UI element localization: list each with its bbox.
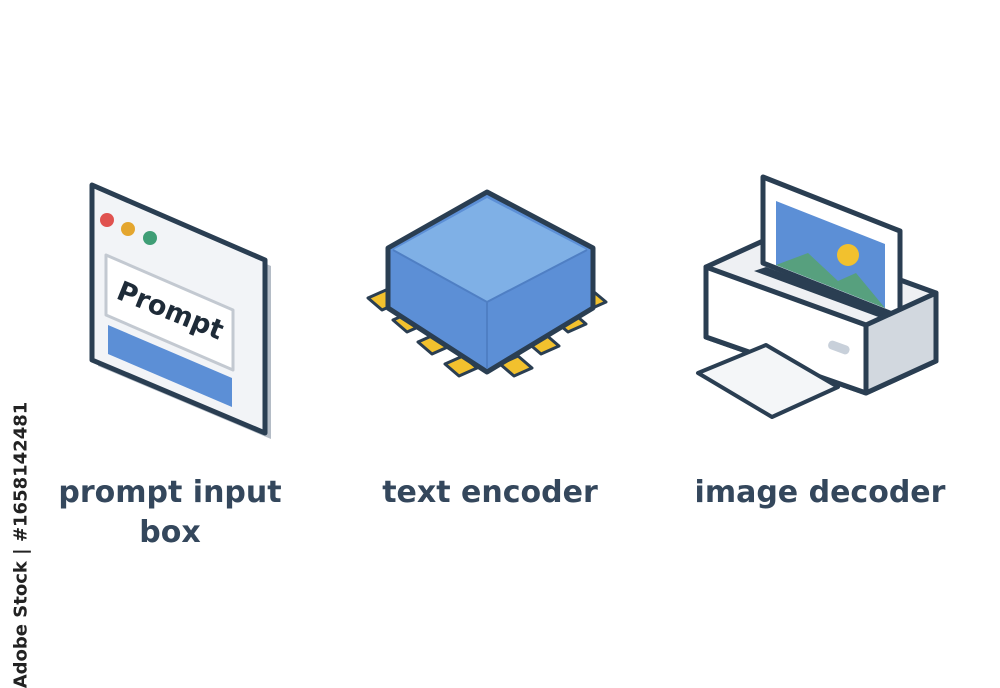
window-minimize-dot: [121, 222, 135, 236]
printed-image: [760, 174, 903, 320]
mountain-icon: [776, 253, 885, 308]
window-maximize-dot: [143, 231, 157, 245]
image-decoder-label: image decoder: [694, 475, 946, 510]
window-close-dot: [100, 213, 114, 227]
paper-tray: [696, 343, 840, 419]
sun-icon: [837, 244, 859, 266]
printer-icon: [696, 174, 939, 419]
submit-bar: [108, 325, 232, 407]
prompt-field: [104, 253, 235, 372]
status-light: [828, 340, 850, 355]
microchip-icon: [366, 189, 608, 378]
browser-window-icon: Prompt: [89, 182, 271, 439]
stock-id-watermark: Adobe Stock | #1658142481: [10, 401, 32, 688]
text-encoder-label: text encoder: [382, 475, 598, 510]
prompt-input-box-label: prompt input box: [58, 475, 282, 550]
